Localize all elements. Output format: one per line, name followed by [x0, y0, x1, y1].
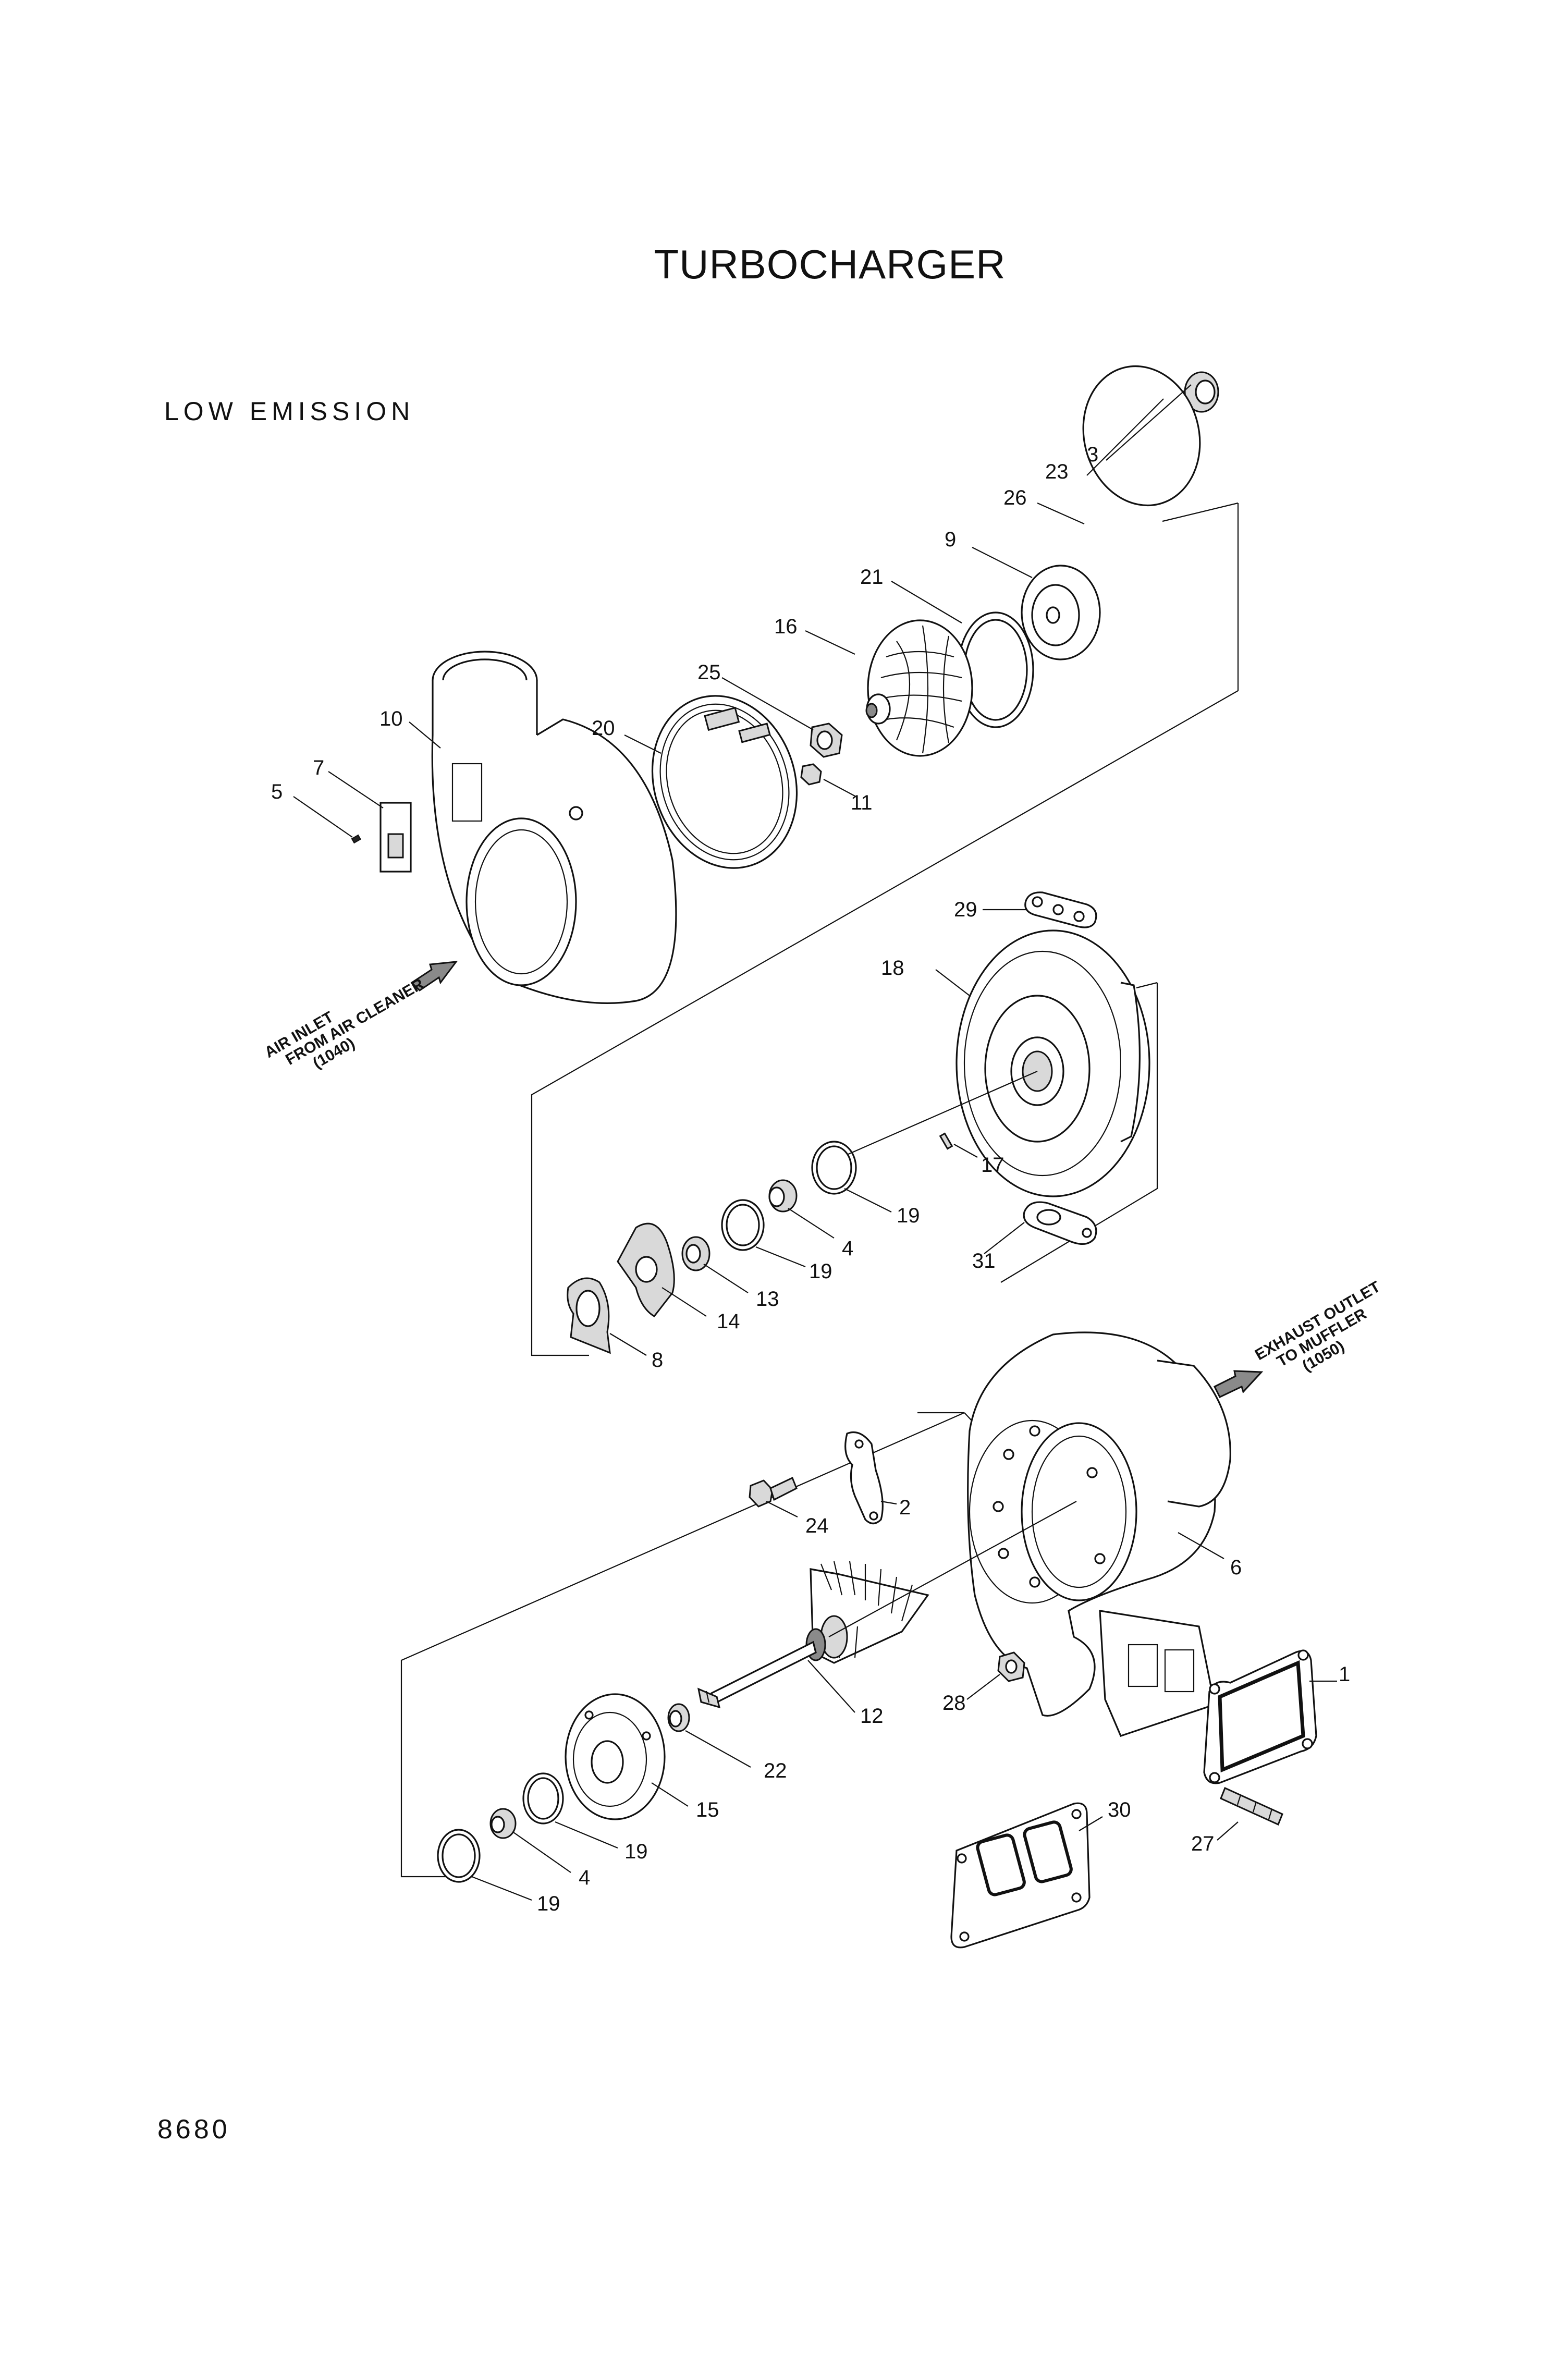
nameplate-part-7: [379, 802, 412, 873]
callout-15: 15: [696, 1798, 719, 1821]
callout-11: 11: [851, 791, 873, 814]
clamp-plate-part-2: [844, 1431, 884, 1525]
callout-1: 1: [1339, 1663, 1350, 1686]
callout-13: 13: [756, 1288, 779, 1311]
exhaust-outlet-note: EXHAUST OUTLET TO MUFFLER (1050): [1252, 1278, 1383, 1375]
snap-ring-part-19-lower: [522, 1772, 564, 1825]
bolt-part-24: [749, 1476, 798, 1508]
snap-ring-part-21: [957, 611, 1034, 728]
oil-deflector-part-8: [567, 1277, 611, 1354]
compressor-wheel-part-16: [865, 619, 973, 757]
callout-19-c: 19: [624, 1840, 648, 1863]
snap-ring-part-19-upper: [811, 1141, 857, 1195]
callout-9: 9: [945, 528, 956, 551]
turbine-housing-part-6: [967, 1331, 1231, 1737]
page-number: 8680: [157, 2114, 230, 2145]
callout-19-d: 19: [537, 1892, 560, 1915]
pin-part-17: [939, 1132, 953, 1150]
air-inlet-arrow-icon: [410, 961, 458, 991]
callout-5: 5: [271, 780, 283, 803]
callout-2: 2: [899, 1496, 911, 1519]
callout-25: 25: [697, 661, 721, 684]
callout-23: 23: [1045, 460, 1069, 483]
thrust-bearing-part-14: [617, 1222, 675, 1317]
sleeve-part-13: [681, 1236, 710, 1271]
air-inlet-note: AIR INLET FROM AIR CLEANER (1040): [262, 975, 427, 1072]
callout-14: 14: [717, 1310, 740, 1333]
v-band-clamp-part-20: [651, 695, 798, 869]
callout-30: 30: [1108, 1798, 1131, 1821]
callout-21: 21: [860, 566, 884, 589]
callout-4-a: 4: [842, 1237, 853, 1260]
callout-20: 20: [592, 717, 615, 740]
assembly-frame-top: [531, 502, 1239, 1356]
page-title: TURBOCHARGER: [654, 241, 1006, 287]
nut-part-11: [800, 763, 822, 786]
callout-8: 8: [652, 1349, 663, 1372]
backplate-part-9: [1021, 565, 1101, 660]
callout-31: 31: [972, 1250, 996, 1272]
snap-ring-part-19-bottom: [437, 1829, 481, 1883]
gasket-part-31: [1023, 1201, 1097, 1245]
shaft-axis-line-lower: [828, 1501, 1077, 1637]
callout-10: 10: [379, 707, 403, 730]
shaft-axis-line: [847, 1070, 1038, 1156]
snap-ring-part-19-mid: [721, 1199, 765, 1251]
callout-19-b: 19: [809, 1260, 832, 1283]
callout-24: 24: [805, 1514, 829, 1537]
gasket-part-1: [1203, 1649, 1317, 1784]
turbine-wheel-shaft-part-12: [697, 1561, 929, 1709]
callout-12: 12: [860, 1705, 884, 1728]
callout-22: 22: [764, 1759, 787, 1782]
screw-part-5: [351, 834, 361, 844]
callout-16: 16: [774, 615, 798, 638]
callout-7: 7: [313, 756, 324, 779]
stud-part-27: [1220, 1786, 1283, 1826]
callout-18: 18: [881, 957, 904, 980]
callout-3: 3: [1087, 443, 1098, 466]
callout-labels: 3 23 26 9 21 16 25 20 10 7 5 11 29 18 17…: [271, 443, 1350, 1915]
compressor-housing-part-10: [431, 651, 677, 1005]
nut-part-25: [810, 723, 843, 758]
leader-lines: [293, 384, 1337, 1901]
callout-6: 6: [1230, 1556, 1242, 1579]
callout-4-b: 4: [579, 1866, 590, 1889]
bearing-part-4-upper: [768, 1179, 798, 1213]
callout-17: 17: [981, 1154, 1005, 1177]
plug-part-3: [1184, 371, 1219, 413]
bearing-housing-part-18: [956, 929, 1150, 1197]
gasket-part-30: [950, 1802, 1091, 1949]
gasket-part-29: [1024, 891, 1097, 928]
cover-plate-part-26: [1082, 365, 1201, 507]
callout-29: 29: [954, 898, 977, 921]
page-subtitle: LOW EMISSION: [164, 397, 414, 426]
callout-26: 26: [1003, 486, 1027, 509]
bearing-part-4-lower: [489, 1808, 517, 1839]
assembly-frame-middle: [1000, 982, 1158, 1283]
callout-27: 27: [1191, 1832, 1215, 1855]
callout-28: 28: [942, 1692, 966, 1715]
exhaust-outlet-arrow-icon: [1213, 1370, 1264, 1398]
seal-ring-part-22: [667, 1703, 690, 1732]
callout-19-a: 19: [897, 1204, 920, 1227]
heat-shield-part-15: [565, 1693, 666, 1820]
nut-part-28: [997, 1651, 1025, 1682]
